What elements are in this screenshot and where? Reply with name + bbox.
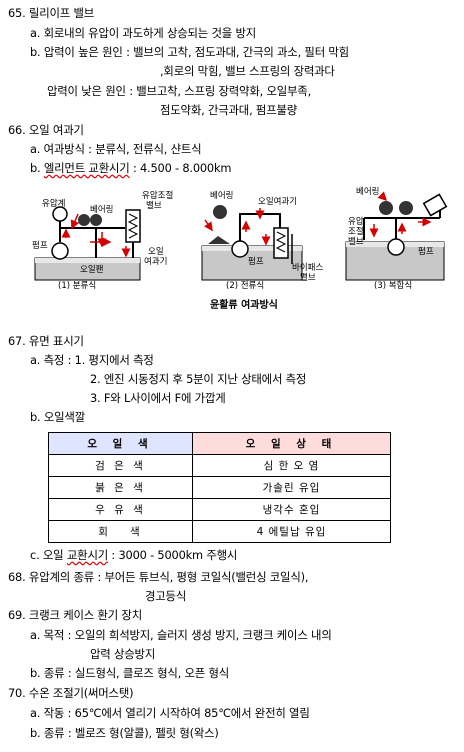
bearing-shape: [78, 214, 90, 226]
table-cell-state: 냉각수 혼입: [191, 498, 392, 521]
heading-70: 70. 수온 조절기(써머스탯): [8, 686, 134, 700]
text-68-cont: 경고등식: [145, 589, 187, 603]
label-oil-filter-2b: 오일여과기: [258, 197, 298, 207]
text-66a: a. 여과방식 : 분류식, 전류식, 샨트식: [30, 142, 202, 156]
oil-color-table: 오 일 색 오 일 상 태 검 은 색 심 한 오 염 붉 은 색 가솔린 유입…: [48, 432, 392, 543]
text-69b: b. 종류 : 실드형식, 클로즈 형식, 오픈 형식: [30, 666, 230, 680]
label-bypass-valve-1: 바이패스: [292, 263, 324, 273]
table-cell-color: 우 유 색: [48, 498, 193, 521]
label-pump-2: 펌프: [248, 257, 264, 267]
table-row: 붉 은 색 가솔린 유입: [48, 476, 392, 499]
text-65c-cont: 점도약화, 간극과대, 펌프불량: [160, 103, 298, 117]
panel-full-flow-type: [201, 205, 303, 281]
table-cell-state: 4 에틸납 유입: [191, 520, 392, 543]
text-67a-3: 3. F와 L사이에서 F에 가깝게: [90, 391, 226, 405]
filtration-diagram-svg: [34, 191, 448, 281]
heading-65: 65. 릴리이프 밸브: [8, 6, 95, 20]
text-65a: a. 회로내의 유압이 과도하게 상승되는 것을 방지: [30, 26, 257, 40]
label-oil-gauge: 유압계: [42, 199, 66, 209]
bearing-shape-3: [379, 201, 393, 215]
table-row: 우 유 색 냉각수 혼입: [48, 498, 392, 521]
table-row: 회 색 4 에틸납 유입: [48, 520, 392, 543]
text-65c: 압력이 낮은 원인 : 밸브고착, 스프링 장력약화, 오일부족,: [47, 84, 311, 98]
gauge-shape: [52, 206, 68, 222]
text-66b-prefix: b.: [30, 161, 44, 175]
table-row: 검 은 색 심 한 오 염: [48, 454, 392, 477]
text-67c-suffix: : 3000 - 5000km 주행시: [108, 548, 238, 562]
table-cell-state: 심 한 오 염: [191, 454, 392, 477]
label-bypass-valve-2: 밸브: [300, 273, 316, 283]
label-pressure-valve-3a: 유압: [348, 217, 364, 227]
text-70b: b. 종류 : 벨로즈 형(알콜), 펠릿 형(왁스): [30, 726, 219, 740]
caption-panel-2: (2) 전류식: [226, 281, 265, 291]
label-oil-filter-1: 오일: [148, 247, 164, 257]
table-header-row: 오 일 색 오 일 상 태: [48, 432, 392, 455]
label-bearing-3: 베어링: [356, 187, 380, 197]
filter-shape-3: [422, 193, 448, 217]
table-cell-state: 가솔린 유입: [191, 476, 392, 499]
label-pressure-valve-1: 유압조절: [142, 191, 174, 201]
table-cell-color: 회 색: [48, 520, 193, 543]
text-67b: b. 오일색깔: [30, 410, 85, 424]
text-70a: a. 작동 : 65℃에서 열리기 시작하여 85℃에서 완전히 열림: [30, 706, 310, 720]
table-header-color: 오 일 색: [48, 432, 193, 455]
label-oil-filter-2: 여과기: [144, 257, 168, 267]
label-pressure-valve-3c: 밸브: [348, 237, 364, 247]
heading-66: 66. 오일 여과기: [8, 123, 84, 137]
text-65b: b. 압력이 높은 원인 : 밸브의 고착, 점도과대, 간극의 과소, 필터 …: [30, 45, 349, 59]
heading-67: 67. 유면 표시기: [8, 334, 84, 348]
filtration-diagram: 유압계 베어링 유압조절 밸브 오일 여과기 펌프 오일팬 (1) 분류식 베어…: [30, 184, 450, 314]
pump-shape-2: [231, 240, 249, 258]
pump-shape-3: [387, 238, 405, 256]
oil-pan-shape-2: [201, 245, 303, 281]
table-cell-color: 붉 은 색: [48, 476, 193, 499]
text-69a: a. 목적 : 오일의 희석방지, 슬러지 생성 방지, 크랭크 케이스 내의: [30, 628, 332, 642]
label-pump-1: 펌프: [32, 241, 48, 251]
figure-caption: 윤활류 여과방식: [210, 300, 278, 311]
text-65b-cont: ,회로의 막힘, 밸브 스프링의 장력과다: [160, 64, 335, 78]
label-pump-3: 펌프: [418, 247, 434, 257]
panel-bypass-type: [34, 206, 141, 281]
pump-shape: [51, 242, 69, 260]
text-67a-2: 2. 엔진 시동정지 후 5분이 지난 상태에서 측정: [90, 372, 307, 386]
text-67a: a. 측정 : 1. 평지에서 측정: [30, 353, 154, 367]
text-67c: c. 오일 교환시기 : 3000 - 5000km 주행시: [30, 548, 237, 563]
heading-69: 69. 크랭크 케이스 환기 장치: [8, 608, 142, 622]
label-pressure-valve-3b: 조절: [348, 227, 364, 237]
caption-panel-3: (3) 복합식: [374, 281, 413, 291]
text-67c-prefix: c. 오일: [30, 548, 67, 562]
label-bearing-1: 베어링: [90, 205, 114, 215]
text-66b-suffix: : 4.500 - 8.000km: [129, 161, 232, 175]
text-66b: b. 엘리먼트 교환시기 : 4.500 - 8.000km: [30, 161, 231, 176]
text-67c-underlined: 교환시기: [66, 548, 109, 562]
label-bearing-2: 베어링: [210, 191, 234, 201]
bearing-shape-2: [213, 205, 227, 219]
text-66b-underlined: 엘리먼트 교환시기: [43, 161, 130, 175]
label-oil-pan: 오일팬: [80, 265, 104, 275]
text-69a-cont: 압력 상승방지: [90, 647, 156, 661]
table-cell-color: 검 은 색: [48, 454, 193, 477]
panel-combined-type: [345, 191, 448, 281]
caption-panel-1: (1) 분류식: [58, 281, 97, 291]
filter-shape-2: [273, 227, 289, 259]
table-header-state: 오 일 상 태: [191, 432, 392, 455]
label-pressure-valve-2: 밸브: [146, 201, 162, 211]
heading-68: 68. 유압계의 종류 : 부어든 튜브식, 평형 코일식(밸런싱 코일식),: [8, 570, 309, 584]
